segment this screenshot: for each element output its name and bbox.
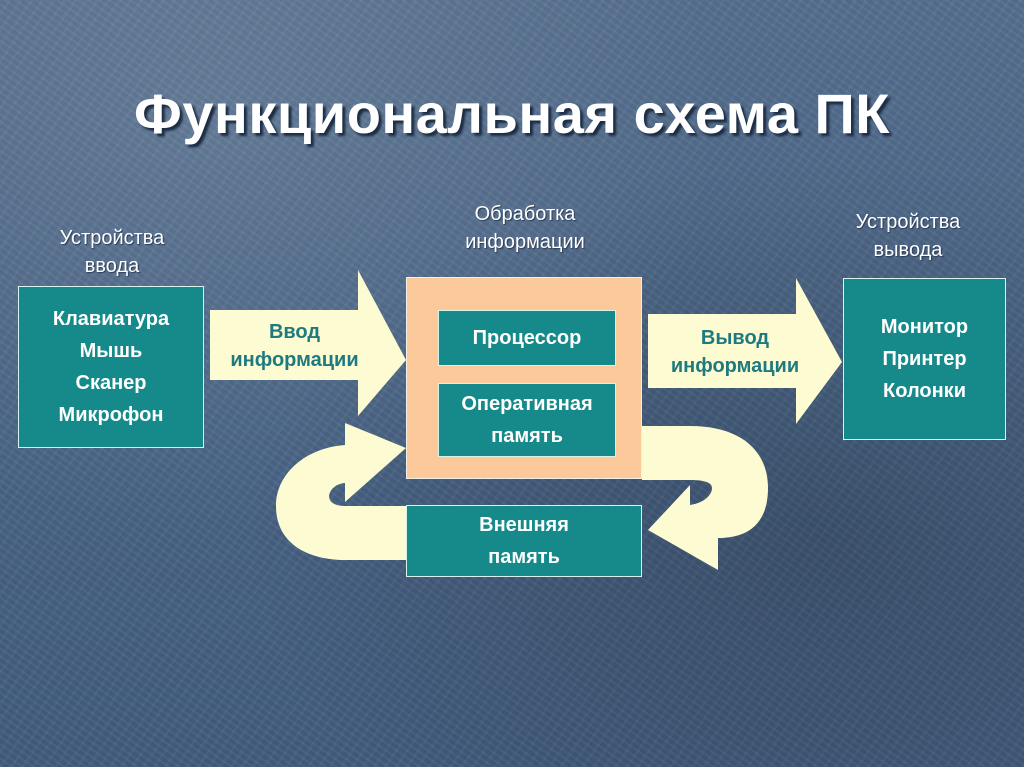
processing-heading-line2: информации — [465, 231, 585, 253]
input-devices-box: Клавиатура Мышь Сканер Микрофон — [18, 286, 204, 448]
slide-title: Функциональная схема ПК — [134, 82, 890, 145]
output-device-item: Принтер — [882, 348, 967, 370]
external-memory-line2: память — [488, 546, 560, 568]
output-device-item: Колонки — [883, 380, 966, 402]
output-devices-heading-line1: Устройства — [855, 211, 961, 233]
input-device-item: Клавиатура — [52, 308, 170, 330]
ram-label-line2: память — [491, 425, 563, 447]
input-arrow — [210, 270, 406, 416]
input-arrow-label: Ввод информации — [212, 318, 377, 374]
output-arrow-label-line2: информации — [670, 355, 800, 377]
input-arrow-label-line1: Ввод — [268, 321, 321, 343]
external-memory-box: Внешняя память — [406, 505, 642, 577]
input-device-item: Микрофон — [58, 404, 164, 426]
external-memory-line1: Внешняя — [479, 514, 569, 536]
output-arrow-label-line1: Вывод — [700, 327, 770, 349]
ram-label-line1: Оперативная — [461, 393, 593, 415]
output-arrow — [648, 278, 842, 424]
ram-box: Оперативная память — [438, 383, 616, 457]
input-devices-heading-line2: ввода — [84, 255, 140, 277]
output-devices-heading: Устройства вывода — [818, 208, 998, 264]
left-loop-arrow — [276, 423, 406, 560]
output-device-item: Монитор — [880, 316, 969, 338]
processor-box: Процессор — [438, 310, 616, 366]
input-devices-heading: Устройства ввода — [22, 224, 202, 280]
input-device-item: Мышь — [79, 340, 143, 362]
input-arrow-label-line2: информации — [230, 349, 359, 371]
output-arrow-label: Вывод информации — [650, 324, 820, 380]
processing-heading: Обработка информации — [420, 200, 630, 256]
input-devices-heading-line1: Устройства — [59, 227, 165, 249]
processing-heading-line1: Обработка — [474, 203, 576, 225]
processor-label: Процессор — [472, 327, 582, 349]
right-loop-arrow — [642, 426, 768, 570]
input-device-item: Сканер — [75, 372, 147, 394]
output-devices-box: Монитор Принтер Колонки — [843, 278, 1006, 440]
output-devices-heading-line2: вывода — [873, 239, 943, 261]
